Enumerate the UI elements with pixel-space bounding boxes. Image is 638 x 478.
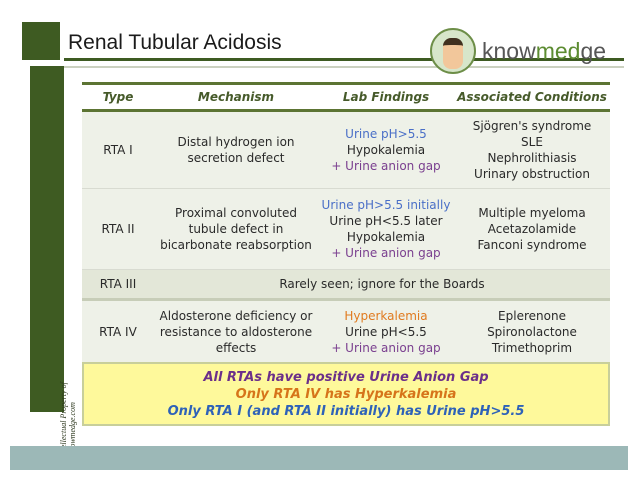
condition: Fanconi syndrome [477, 238, 587, 253]
title-rule-secondary [64, 66, 624, 68]
summary-box: All RTAs have positive Urine Anion Gap O… [82, 362, 610, 426]
summary-line: All RTAs have positive Urine Anion Gap [203, 369, 489, 385]
bottom-band [10, 446, 628, 470]
header-associated-conditions: Associated Conditions [457, 89, 607, 104]
conditions-cell: Sjögren's syndrome SLE Nephrolithiasis U… [454, 112, 610, 188]
lab-finding: + Urine anion gap [331, 159, 441, 174]
lab-finding: Hypokalemia [346, 230, 426, 244]
lab-finding: Urine pH>5.5 initially [321, 197, 451, 212]
lab-finding: Hypokalemia [346, 142, 426, 157]
lab-finding: Urine pH>5.5 [345, 126, 427, 141]
type-cell: RTA I [103, 142, 133, 157]
page-title: Renal Tubular Acidosis [68, 31, 282, 54]
lab-finding: + Urine anion gap [331, 341, 441, 356]
title-accent-block [22, 22, 60, 60]
lab-finding: Urine pH<5.5 later [329, 213, 443, 228]
header-type: Type [102, 89, 134, 104]
logo-text: knowmedge [482, 38, 607, 64]
mechanism-cell: Distal hydrogen ion secretion defect [177, 134, 295, 165]
condition: Trimethoprim [491, 341, 573, 356]
conditions-cell: Eplerenone Spironolactone Trimethoprim [454, 301, 610, 363]
condition: Sjögren's syndrome [472, 118, 592, 133]
condition: Acetazolamide [487, 221, 577, 236]
table-header-row: Type Mechanism Lab Findings Associated C… [82, 82, 610, 112]
condition: Urinary obstruction [474, 167, 590, 182]
type-cell: RTA III [99, 276, 137, 291]
left-sidebar-bar: Intellectual Property of Knowmedge.com [30, 66, 77, 457]
lab-finding: Urine pH<5.5 [345, 324, 427, 339]
table-row-rta-1: RTA I Distal hydrogen ion secretion defe… [82, 112, 610, 189]
summary-line: Only RTA IV has Hyperkalemia [235, 386, 457, 402]
table-row-rta-2: RTA II Proximal convoluted tubule defect… [82, 189, 610, 270]
conditions-cell: Multiple myeloma Acetazolamide Fanconi s… [454, 189, 610, 269]
table-row-rta-4: RTA IV Aldosterone deficiency or resista… [82, 301, 610, 364]
lab-findings-cell: Urine pH>5.5 Hypokalemia + Urine anion g… [318, 112, 454, 188]
condition: SLE [521, 134, 543, 149]
condition: Eplerenone [498, 308, 566, 323]
condition: Multiple myeloma [478, 205, 586, 220]
condition: Nephrolithiasis [487, 151, 577, 165]
knowmedge-logo: knowmedge [430, 28, 630, 74]
rta-3-note: Rarely seen; ignore for the Boards [279, 276, 485, 291]
lab-findings-cell: Urine pH>5.5 initially Urine pH<5.5 late… [318, 189, 454, 269]
condition: Spironolactone [487, 324, 577, 339]
lab-finding: Hyperkalemia [344, 308, 428, 323]
type-cell: RTA IV [99, 324, 137, 339]
type-cell: RTA II [101, 221, 135, 236]
table-row-rta-3: RTA III Rarely seen; ignore for the Boar… [82, 270, 610, 301]
doctor-mascot-icon [430, 28, 476, 74]
lab-finding: + Urine anion gap [331, 246, 441, 261]
header-mechanism: Mechanism [197, 89, 275, 104]
summary-line: Only RTA I (and RTA II initially) has Ur… [167, 403, 525, 419]
lab-findings-cell: Hyperkalemia Urine pH<5.5 + Urine anion … [318, 301, 454, 363]
header-lab-findings: Lab Findings [342, 89, 430, 104]
mechanism-cell: Proximal convoluted tubule defect in bic… [160, 205, 312, 253]
mechanism-cell: Aldosterone deficiency or resistance to … [159, 308, 313, 356]
title-rule [64, 58, 624, 61]
rta-table: Type Mechanism Lab Findings Associated C… [82, 82, 610, 364]
copyright-side-text: Intellectual Property of Knowmedge.com [59, 382, 77, 457]
